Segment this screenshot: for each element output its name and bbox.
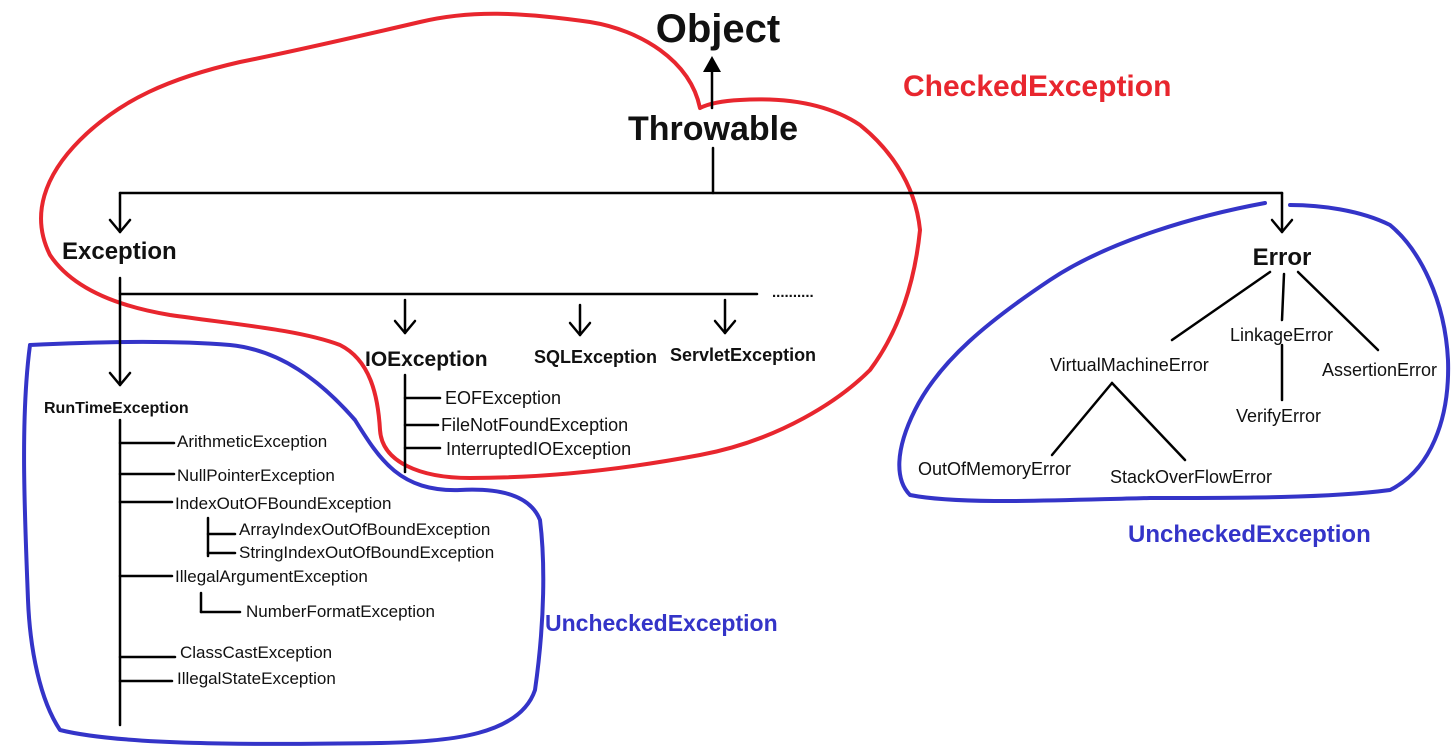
- checked-exception-region: [39, 11, 922, 480]
- nullpointer-exception-node: NullPointerException: [177, 466, 335, 485]
- exception-arrow: [108, 218, 132, 234]
- eof-exception-node: EOFException: [445, 388, 561, 408]
- io-arrow: [393, 319, 417, 335]
- verify-error-node: VerifyError: [1236, 406, 1321, 426]
- outofmemory-error-node: OutOfMemoryError: [918, 459, 1071, 479]
- sql-arrow: [568, 321, 592, 337]
- illegalstate-exception-node: IllegalStateException: [177, 669, 336, 688]
- error-to-linkage-line: [1280, 272, 1286, 322]
- illegalargument-exception-node: IllegalArgumentException: [175, 567, 368, 586]
- arithmetic-exception-node: ArithmeticException: [177, 432, 327, 451]
- error-node: Error: [1253, 244, 1312, 271]
- linkage-error-node: LinkageError: [1230, 325, 1333, 345]
- numberformat-exception-node: NumberFormatException: [246, 602, 435, 621]
- stringindex-exception-node: StringIndexOutOfBoundException: [239, 543, 494, 562]
- unchecked-error-region: [897, 201, 1451, 504]
- interruptedio-exception-node: InterruptedIOException: [446, 439, 631, 459]
- classcast-exception-node: ClassCastException: [180, 643, 332, 662]
- runtime-exception-node: RunTimeException: [44, 400, 189, 417]
- error-to-vm-line: [1170, 270, 1272, 342]
- vm-to-so-line: [1110, 381, 1187, 462]
- error-arrow: [1270, 218, 1294, 234]
- exception-node: Exception: [62, 238, 177, 265]
- unchecked-runtime-region: [22, 339, 546, 746]
- sql-exception-node: SQLException: [534, 347, 657, 367]
- virtualmachine-error-node: VirtualMachineError: [1050, 355, 1209, 375]
- arrayindex-exception-node: ArrayIndexOutOfBoundException: [239, 520, 490, 539]
- unchecked-exception-label-left: UncheckedException: [545, 610, 778, 636]
- throwable-node: Throwable: [628, 110, 798, 148]
- unchecked-exception-label-right: UncheckedException: [1128, 521, 1371, 548]
- error-to-assertion-line: [1296, 270, 1380, 352]
- runtime-arrow: [108, 371, 132, 387]
- more-subclasses-ellipsis: ..........: [772, 284, 814, 301]
- servlet-exception-node: ServletException: [670, 345, 816, 365]
- checked-exception-label: CheckedException: [903, 70, 1171, 103]
- vm-to-oom-line: [1050, 381, 1114, 457]
- filenotfound-exception-node: FileNotFoundException: [441, 415, 628, 435]
- object-arrowhead: [703, 56, 721, 72]
- stackoverflow-error-node: StackOverFlowError: [1110, 467, 1272, 487]
- object-node: Object: [656, 7, 780, 51]
- io-exception-node: IOException: [365, 348, 488, 371]
- assertion-error-node: AssertionError: [1322, 360, 1437, 380]
- indexoutofbound-exception-node: IndexOutOFBoundException: [175, 494, 391, 513]
- servlet-arrow: [713, 319, 737, 335]
